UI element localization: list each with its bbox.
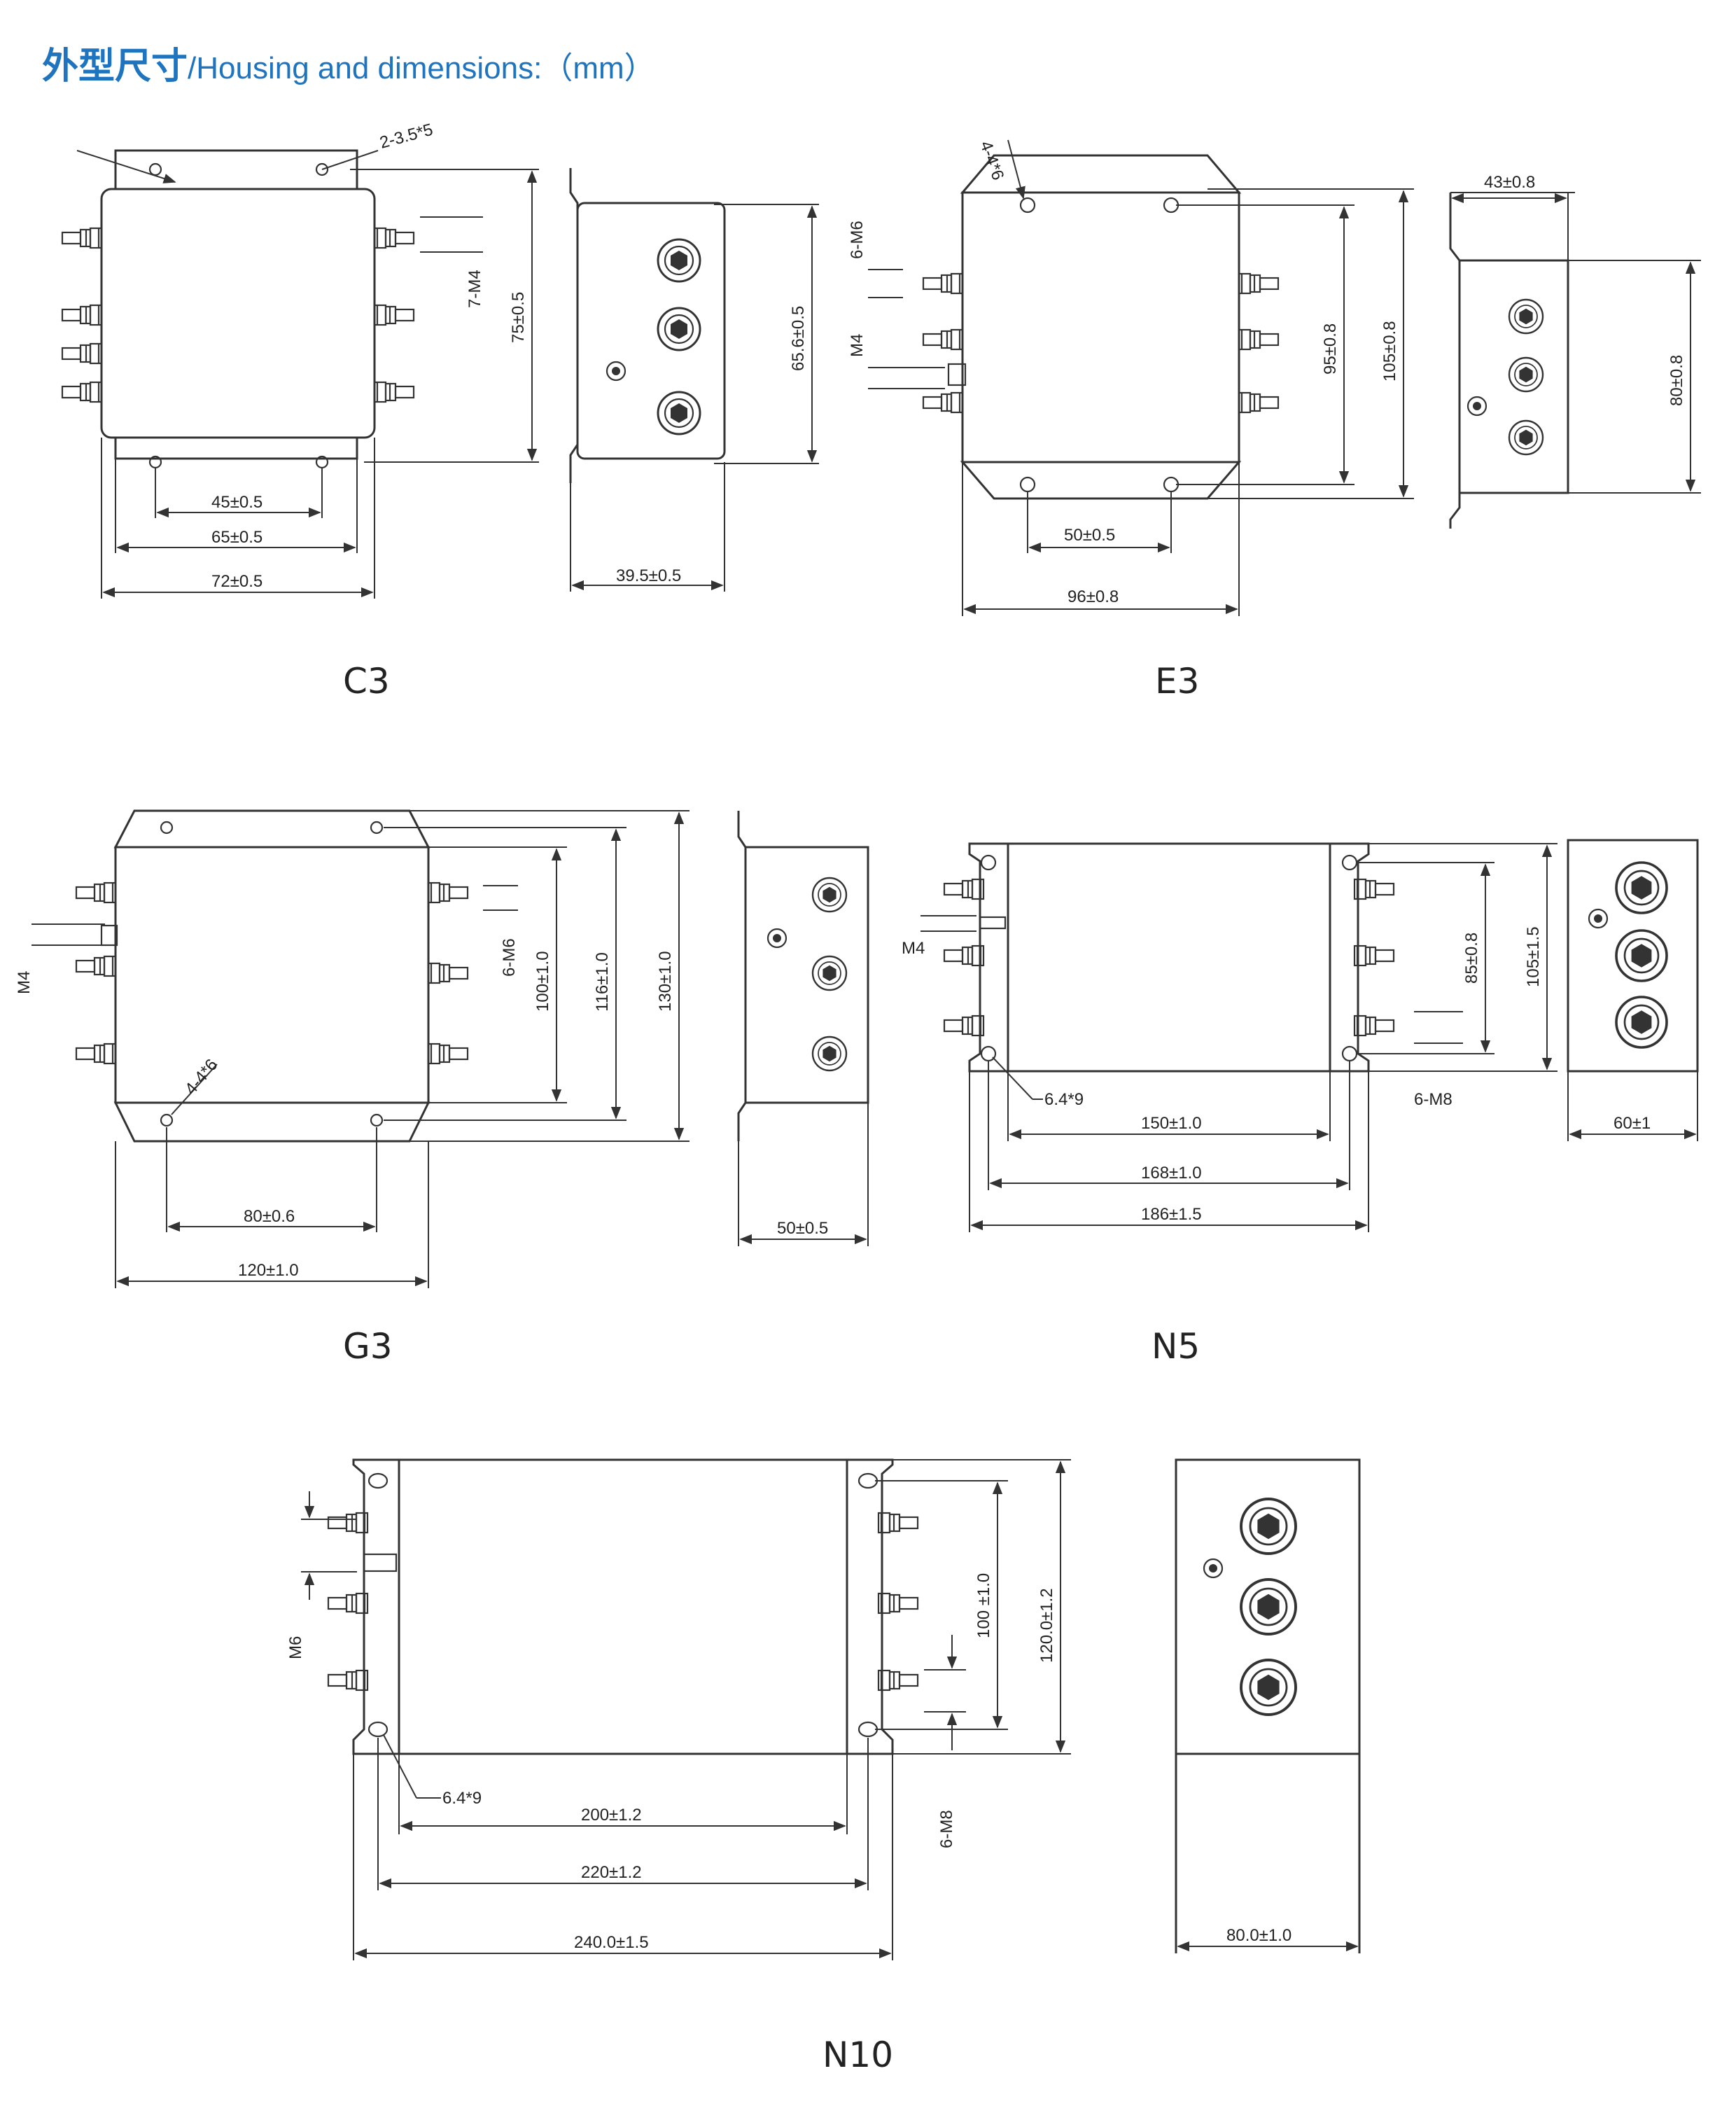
model-e3: 4-4*6 6-M6 M4 95±0.8 105±0.8 50±0.5 96±0… [848,139,1701,702]
c3-side-view: 65.6±0.5 39.5±0.5 [569,168,819,592]
n10-model-label: N10 [822,2035,893,2075]
g3-width-120: 120±1.0 [238,1261,299,1280]
g3-width-80: 80±0.6 [244,1207,295,1226]
page-title-zh: 外型尺寸 [42,46,188,88]
mounting-hole-icon [1019,197,1036,214]
g3-side-width: 50±0.5 [777,1219,828,1238]
n5-width-168: 168±1.0 [1141,1164,1202,1183]
e3-hole-label: 4-4*6 [976,139,1007,183]
g3-height-116: 116±1.0 [593,952,612,1012]
n5-m4-label: M4 [902,939,925,958]
g3-m6-label: 6-M6 [500,938,519,977]
model-n5: M4 6.4*9 6-M8 85±0.8 105±1.5 150±1.0 168… [902,839,1699,1367]
n5-side-width: 60±1 [1614,1114,1651,1133]
e3-model-label: E3 [1155,661,1199,702]
mounting-hole-icon [1341,854,1358,871]
n10-width-200: 200±1.2 [581,1806,642,1825]
mounting-hole-icon [370,1113,384,1127]
terminal-stud-icon [75,881,469,1065]
mounting-hole-icon [980,854,997,871]
page-title: 外型尺寸/Housing and dimensions:（mm） [42,36,655,99]
e3-height-95: 95±0.8 [1321,323,1340,375]
n5-hole-label: 6.4*9 [1044,1090,1084,1109]
c3-m4-label: 7-M4 [465,270,484,308]
model-c3: 2-3.5*5 7-M4 75±0.5 45±0.5 65±0.5 72±0.5 [61,120,819,702]
mounting-hole-icon [160,821,174,835]
mounting-hole-icon [160,1113,174,1127]
terminal-stud-icon [922,272,1280,414]
e3-side-height: 80±0.8 [1667,355,1686,406]
mounting-hole-icon [315,162,329,176]
terminal-stud-icon [327,1512,919,1692]
c3-height-75: 75±0.5 [509,292,528,343]
c3-side-width: 39.5±0.5 [616,566,681,585]
n5-front-view: M4 6.4*9 6-M8 85±0.8 105±1.5 150±1.0 168… [902,842,1558,1232]
e3-width-96: 96±0.8 [1068,587,1119,606]
e3-m4-label: M4 [848,334,867,357]
g3-model-label: G3 [343,1326,393,1367]
g3-height-100: 100±1.0 [533,951,552,1012]
g3-height-130: 130±1.0 [656,951,675,1012]
n10-hole-label: 6.4*9 [442,1789,482,1808]
n10-front-view: M6 6.4*9 6-M8 100 ±1.0 120.0±1.2 200±1.2 [286,1458,1071,1960]
mounting-hole-icon [1341,1045,1358,1062]
mounting-hole-icon [858,1472,878,1489]
n10-m8-label: 6-M8 [937,1810,956,1848]
model-n10: M6 6.4*9 6-M8 100 ±1.0 120.0±1.2 200±1.2 [286,1458,1361,2075]
g3-side-view: 50±0.5 [737,811,869,1246]
e3-m6-label: 6-M6 [848,221,867,259]
e3-side-width: 43±0.8 [1484,173,1535,192]
n5-width-186: 186±1.5 [1141,1205,1202,1224]
c3-front-view: 2-3.5*5 7-M4 75±0.5 45±0.5 65±0.5 72±0.5 [61,120,539,599]
n10-side-width: 80.0±1.0 [1226,1926,1292,1945]
mounting-hole-icon [858,1721,878,1738]
c3-width-65: 65±0.5 [211,528,262,547]
n10-width-220: 220±1.2 [581,1863,642,1882]
n5-height-105: 105±1.5 [1524,926,1543,987]
mounting-hole-icon [368,1472,388,1489]
e3-height-105: 105±0.8 [1380,321,1399,382]
c3-model-label: C3 [343,661,390,702]
c3-hole-label: 2-3.5*5 [378,120,435,153]
model-g3: M4 6-M6 4-4*6 100±1.0 116±1.0 130±1.0 80… [15,809,869,1367]
c3-width-45: 45±0.5 [211,493,262,512]
mounting-hole-icon [1019,476,1036,493]
n10-height-100: 100 ±1.0 [974,1573,993,1638]
n5-side-view: 60±1 [1567,839,1699,1141]
page-title-en: /Housing and dimensions:（mm） [188,51,655,85]
g3-front-view: M4 6-M6 4-4*6 100±1.0 116±1.0 130±1.0 80… [15,809,690,1288]
n5-m8-label: 6-M8 [1414,1090,1452,1109]
n5-height-85: 85±0.8 [1462,933,1481,984]
c3-side-height: 65.6±0.5 [789,306,808,371]
n10-height-120: 120.0±1.2 [1037,1588,1056,1663]
mounting-hole-icon [370,821,384,835]
mounting-hole-icon [368,1721,388,1738]
n5-model-label: N5 [1152,1326,1200,1367]
e3-side-view: 43±0.8 80±0.8 [1449,173,1701,529]
n10-side-view: 80.0±1.0 [1175,1458,1361,1953]
terminal-stud-icon [943,878,1395,1037]
e3-width-50: 50±0.5 [1064,526,1115,545]
n10-m6-label: M6 [286,1636,305,1659]
n5-width-150: 150±1.0 [1141,1114,1202,1133]
e3-front-view: 4-4*6 6-M6 M4 95±0.8 105±0.8 50±0.5 96±0… [848,139,1414,616]
mounting-hole-icon [148,162,162,176]
c3-width-72: 72±0.5 [211,572,262,591]
g3-m4-label: M4 [15,971,34,994]
n10-width-240: 240.0±1.5 [574,1933,649,1952]
